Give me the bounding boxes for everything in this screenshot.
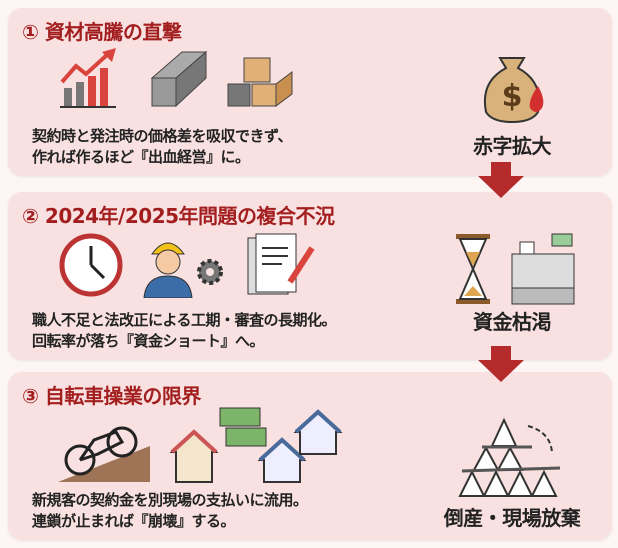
result-deficit: $ 赤字拡大	[412, 42, 612, 159]
section-description: 新規客の契約金を別現場の支払いに流用。連鎖が止まれば『崩壊』する。	[32, 491, 308, 530]
worker-gear-icon	[143, 242, 223, 298]
house-of-cards-icon	[458, 417, 561, 497]
section-title: ③ 自転車操業の限界	[22, 384, 201, 408]
hourglass-icon	[456, 234, 490, 304]
cash-flow-houses-icon	[169, 407, 343, 483]
contract-signing-icon	[247, 233, 315, 295]
lumber-icon	[227, 57, 293, 107]
section-title: ② 2024年/2025年問題の複合不況	[22, 204, 335, 228]
clock-icon	[59, 233, 123, 297]
result-cash-depletion: 資金枯渇	[412, 232, 612, 335]
section-material-costs: ① 資材高騰の直撃 契約時と発注時の価格差を吸収できず、作れば作るほど『出血経営…	[8, 8, 612, 176]
section-title: ① 資材高騰の直撃	[22, 20, 182, 44]
steel-beams-icon	[150, 50, 208, 108]
cash-register-icon	[511, 233, 575, 305]
rising-chart-icon	[60, 48, 116, 108]
bicycle-uphill-icon	[58, 426, 150, 482]
flow-arrow-down	[478, 162, 524, 198]
result-bankruptcy: 倒産・現場放棄	[412, 416, 612, 531]
section-cycle-limit: ③ 自転車操業の限界 新規客の契約金を別現場の支払いに流用。連鎖が止まれば『崩壊…	[8, 372, 612, 540]
section-description: 契約時と発注時の価格差を吸収できず、作れば作るほど『出血経営』に。	[32, 127, 292, 166]
section-2024-2025-problem: ② 2024年/2025年問題の複合不況 職人不足と法改正による工期・審査の長期…	[8, 192, 612, 360]
section-description: 職人不足と法改正による工期・審査の長期化。回転率が落ち『資金ショート』へ。	[32, 311, 337, 350]
flow-arrow-down	[478, 346, 524, 382]
bleeding-money-bag-icon: $	[484, 57, 544, 124]
svg-text:$: $	[502, 79, 523, 114]
